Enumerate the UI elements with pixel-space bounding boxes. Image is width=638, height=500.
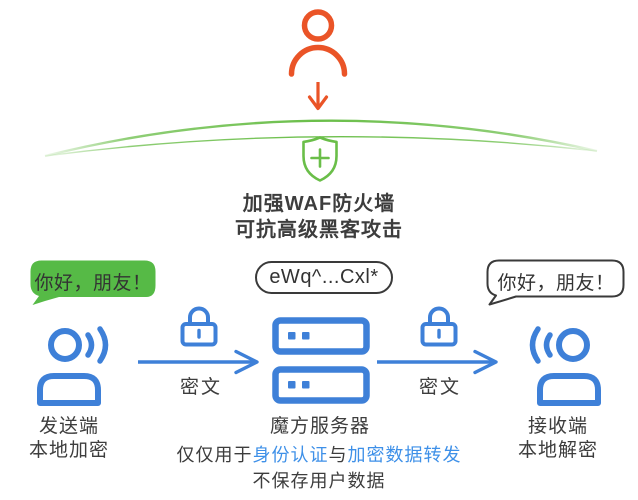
hacker-person-icon: [288, 9, 348, 77]
receiver-sublabel: 本地解密: [517, 440, 598, 461]
firewall-title: 加强WAF防火墙: [242, 193, 396, 215]
firewall-subtitle: 可抗高级黑客攻击: [235, 219, 403, 241]
server-description: 仅仅用于身份认证与加密数据转发: [0, 441, 638, 467]
receiver-message-bubble: [486, 259, 625, 306]
encrypted-message-bubble: eWq^...Cxl*: [255, 261, 393, 294]
server-desc-and: 与: [328, 445, 348, 465]
speaking-person-icon: [37, 326, 109, 406]
sender-labels: 发送端 本地加密: [9, 415, 129, 463]
arrow-down-icon: [307, 82, 329, 111]
left-arrow-right-icon: [138, 349, 259, 375]
server-description-line2: 不保存用户数据: [252, 471, 386, 491]
right-padlock-icon: [420, 306, 458, 347]
server-desc-prefix: 仅仅用于: [176, 445, 253, 465]
server-stack-icon: [272, 317, 370, 404]
left-padlock-icon: [180, 306, 218, 347]
sender-label: 发送端: [38, 416, 99, 437]
server-desc-auth: 身份认证: [252, 445, 329, 465]
sender-message-bubble: [30, 260, 156, 305]
sender-sublabel: 本地加密: [28, 440, 109, 461]
left-cipher-label: 密文: [179, 377, 222, 398]
receiver-label: 接收端: [527, 416, 588, 437]
right-cipher-label: 密文: [418, 377, 461, 398]
receiver-labels: 接收端 本地解密: [498, 415, 618, 463]
listening-person-icon: [529, 326, 601, 406]
sender-message-text: 你好，朋友！: [34, 273, 152, 294]
server-label: 魔方服务器: [269, 416, 370, 437]
right-arrow-right-icon: [377, 349, 498, 375]
server-desc-forward: 加密数据转发: [347, 445, 462, 465]
receiver-message-text: 你好，朋友！: [497, 273, 615, 294]
shield-plus-icon: [302, 136, 338, 182]
